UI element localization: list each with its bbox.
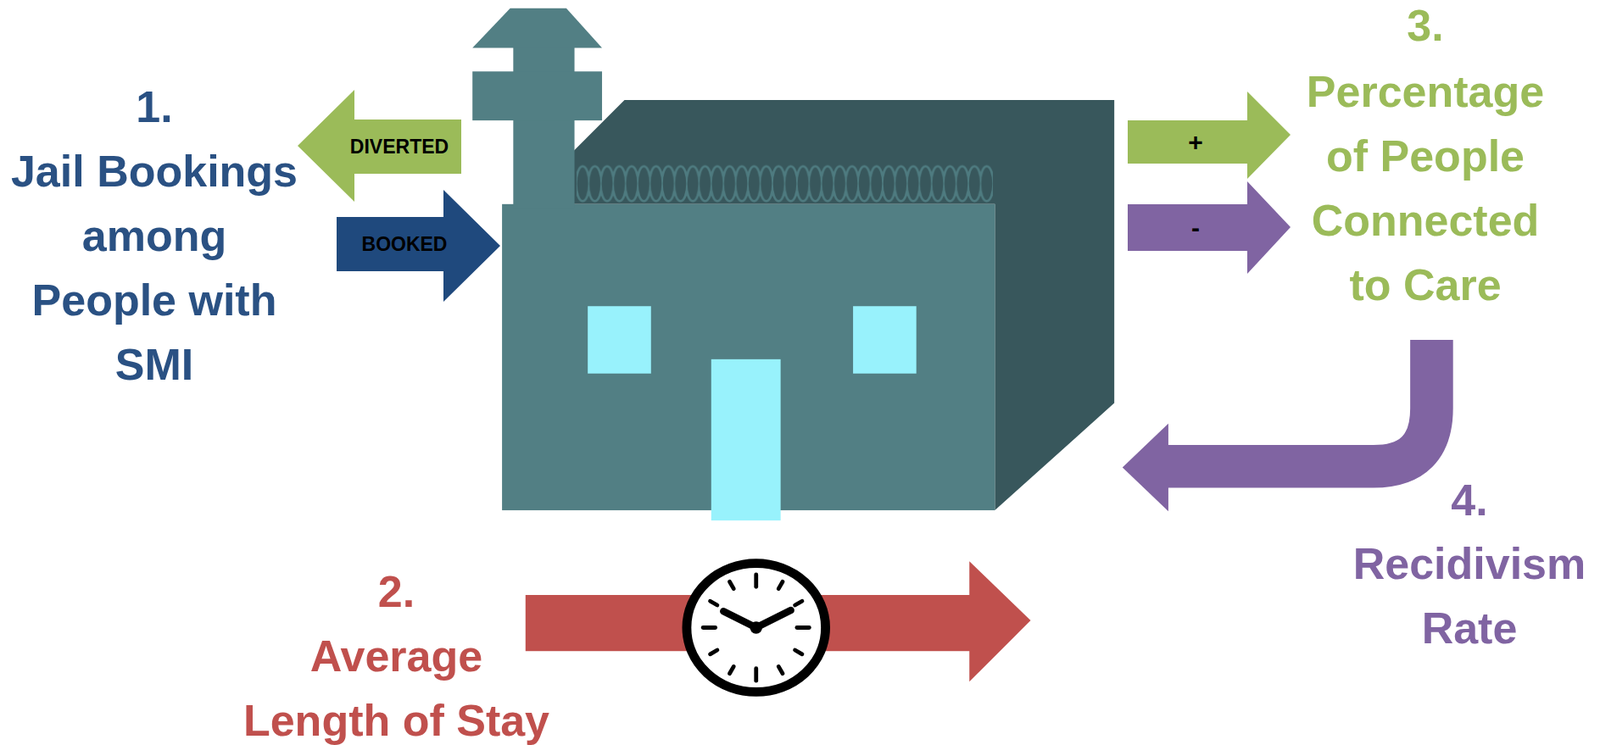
tower-stem <box>512 40 575 210</box>
arrow-body: + <box>1127 120 1264 164</box>
measure-title: Recidivism Rate <box>1342 531 1597 661</box>
clock-tick <box>710 650 718 655</box>
arrow-body: - <box>1127 204 1264 251</box>
callout-number: 1. <box>6 74 302 140</box>
callout-number: 3. <box>1298 0 1553 58</box>
callout-number: 4. <box>1342 468 1597 533</box>
plus-arrow: + <box>1127 91 1291 179</box>
clock-tick <box>797 625 809 630</box>
clock-tick <box>753 574 759 587</box>
clock-face <box>686 563 826 693</box>
minus-arrow: - <box>1127 181 1291 274</box>
arrow-outline <box>1127 181 1291 274</box>
arrow-shape <box>1127 181 1291 274</box>
callout-number: 2. <box>237 559 556 625</box>
arrow-label: BOOKED <box>362 233 448 257</box>
arrow-shape <box>297 89 462 202</box>
measure-title: Percentage of People Connected to Care <box>1298 59 1553 318</box>
measure-title: Jail Bookings among People with SMI <box>6 139 302 397</box>
razor-wire <box>576 163 993 205</box>
arrow-outline <box>1127 91 1291 179</box>
arrow-shape <box>1127 91 1291 179</box>
clock-center <box>750 621 763 634</box>
jail-window <box>587 306 652 374</box>
clock-tick <box>729 666 734 674</box>
clock-tick <box>778 666 783 674</box>
booked-arrow: BOOKED <box>336 189 501 302</box>
tower-cap <box>472 8 603 49</box>
arrow-label: - <box>1191 213 1200 243</box>
arrow-shape <box>336 189 501 302</box>
tower-cross <box>472 71 603 121</box>
measure-title: Average Length of Stay <box>237 624 556 745</box>
arrow-label: DIVERTED <box>350 135 449 159</box>
diverted-arrow: DIVERTED <box>297 89 462 202</box>
clock-tick <box>710 601 718 606</box>
time-arrow-head <box>969 561 1031 682</box>
recidivism-arrow-head <box>1122 423 1169 513</box>
clock-tick <box>795 650 803 655</box>
arrow-label: + <box>1187 128 1204 157</box>
clock-tick <box>753 668 759 681</box>
clock-tick <box>795 601 803 606</box>
arrow-body: BOOKED <box>336 217 473 272</box>
jail-window <box>852 306 917 374</box>
jail-door <box>711 359 781 521</box>
clock-tick <box>702 625 715 630</box>
clock-tick <box>729 581 734 589</box>
recidivism-arrow <box>1163 340 1433 467</box>
arrow-body: DIVERTED <box>344 119 455 174</box>
clock-tick <box>778 581 783 589</box>
